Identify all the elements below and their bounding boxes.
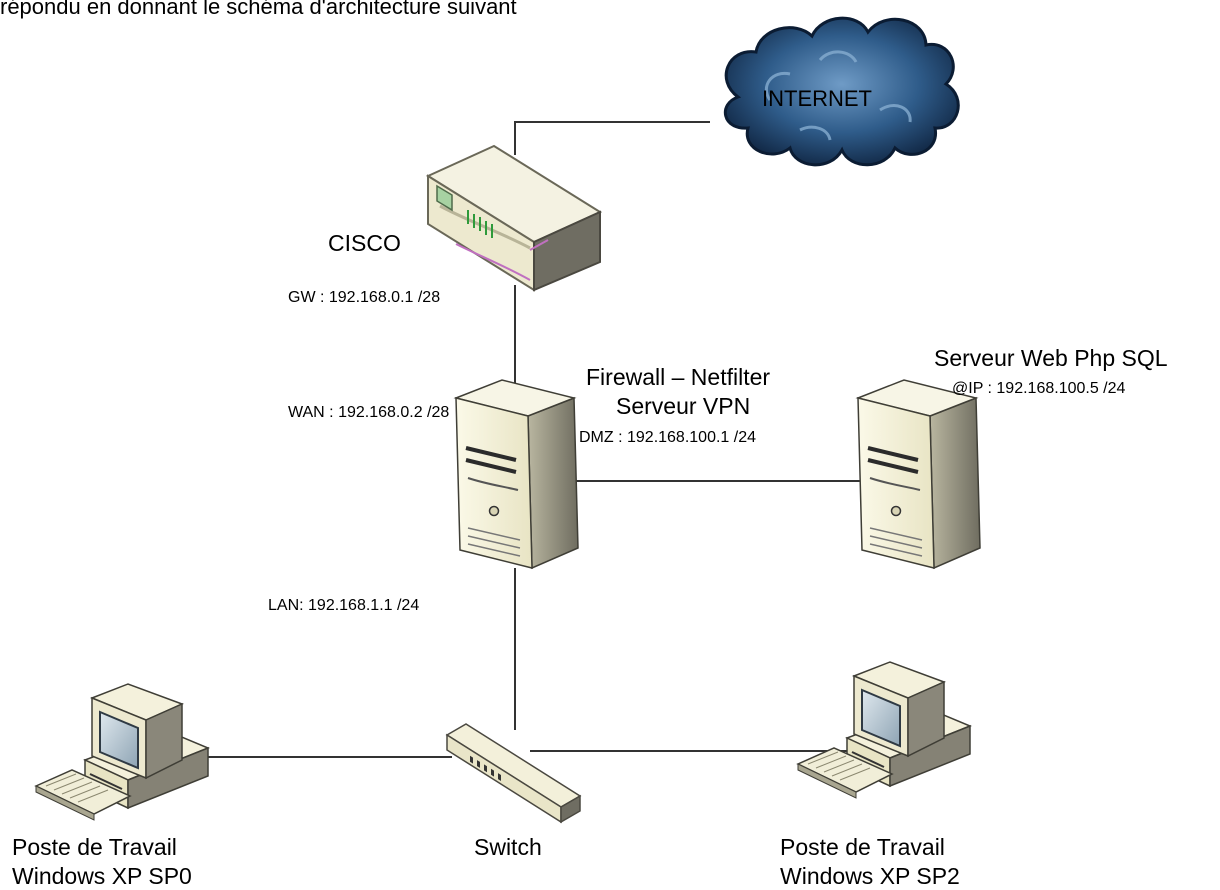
workstation-sp2-line2: Windows XP SP2	[780, 863, 960, 889]
firewall-lan-ip: LAN: 192.168.1.1 /24	[268, 597, 419, 614]
firewall-title-line2: Serveur VPN	[616, 393, 750, 419]
cloud-icon	[723, 16, 960, 167]
server-tower-icon	[855, 379, 981, 570]
internet-label: INTERNET	[762, 86, 872, 111]
desktop-computer-icon	[34, 683, 210, 821]
webserver-tower	[855, 379, 981, 570]
network-switch-icon	[445, 723, 582, 824]
link-router-internet	[514, 121, 710, 155]
firewall-dmz-ip: DMZ : 192.168.100.1 /24	[579, 429, 756, 446]
workstation-sp2	[796, 661, 972, 799]
server-tower-icon	[453, 379, 579, 570]
switch-label: Switch	[474, 834, 542, 860]
router-gateway-ip: GW : 192.168.0.1 /28	[288, 289, 440, 306]
firewall-server-tower	[453, 379, 579, 570]
firewall-wan-ip: WAN : 192.168.0.2 /28	[288, 404, 449, 421]
router-label: CISCO	[328, 230, 401, 256]
workstation-sp0	[34, 683, 210, 821]
network-links	[205, 121, 866, 758]
firewall-title-line1: Firewall – Netfilter	[586, 364, 770, 390]
workstation-sp2-line1: Poste de Travail	[780, 834, 945, 860]
router-icon	[425, 144, 603, 292]
webserver-ip: @IP : 192.168.100.5 /24	[952, 380, 1126, 397]
desktop-computer-icon	[796, 661, 972, 799]
intro-text: répondu en donnant le schéma d'architect…	[0, 0, 517, 19]
workstation-sp0-line1: Poste de Travail	[12, 834, 177, 860]
webserver-label: Serveur Web Php SQL	[934, 345, 1168, 371]
workstation-sp0-line2: Windows XP SP0	[12, 863, 192, 889]
